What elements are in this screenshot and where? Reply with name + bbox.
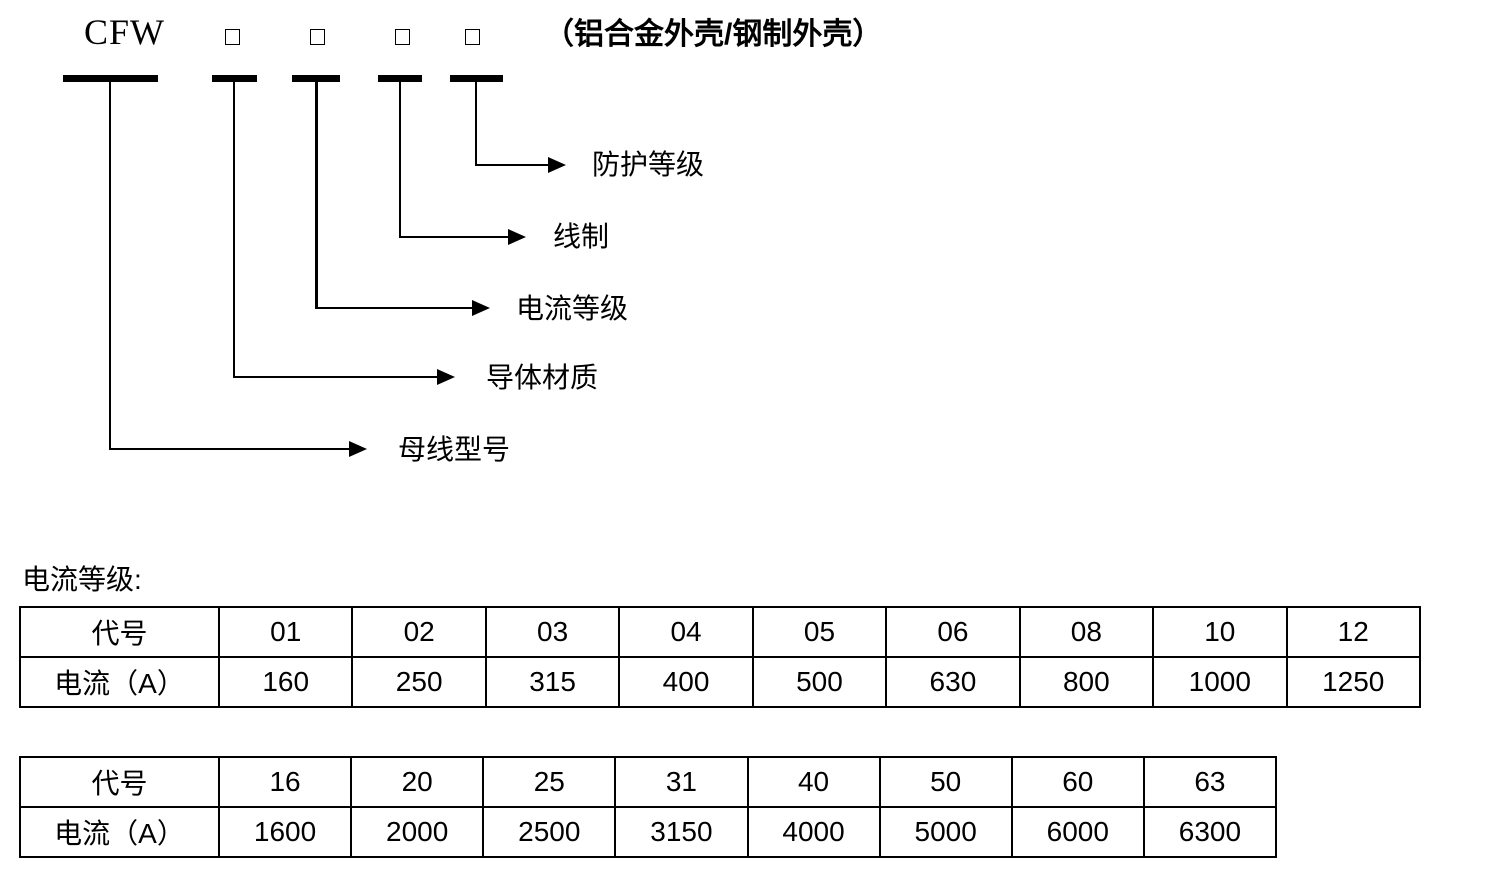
model-digit-box-4 [465,29,480,45]
table-cell-current: 500 [751,656,888,708]
model-digit-box-3 [395,29,410,45]
connector-line-protection-rating [475,82,477,166]
table-row-codes: 代号 16 20 25 31 40 50 60 63 [19,756,1278,808]
row-header-code: 代号 [19,606,220,658]
table-cell-code: 04 [618,606,754,658]
table-cell-code: 20 [350,756,485,808]
arrow-right-icon [472,300,490,316]
current-rating-table-1: 代号 01 02 03 04 05 06 08 10 12 电流（A） 160 … [19,606,1421,708]
connector-arm-current-rating [315,307,472,309]
model-prefix: CFW [84,12,166,52]
label-wire-system: 线制 [553,221,610,252]
arrow-right-icon [508,229,526,245]
row-header-code: 代号 [19,756,220,808]
connector-arm-protection-rating [475,164,548,166]
table-cell-code: 63 [1142,756,1278,808]
table-cell-code: 03 [484,606,621,658]
table-cell-code: 60 [1010,756,1145,808]
table-cell-code: 50 [878,756,1013,808]
connector-arm-busbar-model [109,448,349,450]
label-conductor-material: 导体材质 [486,362,599,393]
current-rating-table-2: 代号 16 20 25 31 40 50 60 63 电流（A） 1600 20… [19,756,1278,858]
table-cell-current: 400 [618,656,754,708]
underline-bar-prefix [63,75,158,82]
current-rating-heading: 电流等级: [22,564,142,595]
table-cell-code: 06 [885,606,1021,658]
table-cell-current: 1600 [217,806,353,858]
table-cell-current: 315 [484,656,621,708]
arrow-right-icon [349,441,367,457]
table-cell-code: 05 [751,606,888,658]
table-cell-code: 08 [1018,606,1155,658]
connector-line-conductor-material [233,82,235,378]
connector-arm-wire-system [399,236,508,238]
table-cell-current: 2000 [350,806,485,858]
table-cell-current: 6000 [1010,806,1145,858]
table-cell-code: 12 [1285,606,1421,658]
table-cell-code: 25 [482,756,617,808]
table-cell-code: 10 [1152,606,1288,658]
table-cell-code: 40 [746,756,881,808]
table-row-currents: 电流（A） 1600 2000 2500 3150 4000 5000 6000… [19,806,1278,858]
enclosure-note: （铝合金外壳/钢制外壳） [544,18,883,51]
model-digit-box-1 [225,29,240,45]
model-digit-box-2 [310,29,325,45]
label-current-rating: 电流等级 [516,293,629,324]
arrow-right-icon [437,369,455,385]
row-header-current: 电流（A） [19,806,220,858]
table-cell-current: 800 [1018,656,1155,708]
table-cell-current: 250 [351,656,487,708]
table-cell-code: 31 [614,756,749,808]
table-row-currents: 电流（A） 160 250 315 400 500 630 800 1000 1… [19,656,1421,708]
table-cell-code: 16 [217,756,353,808]
underline-bar-box-2 [292,75,340,82]
table-cell-code: 01 [217,606,354,658]
label-protection-rating: 防护等级 [592,149,705,180]
table-cell-current: 5000 [878,806,1013,858]
table-cell-current: 6300 [1142,806,1278,858]
table-cell-current: 4000 [746,806,881,858]
arrow-right-icon [548,157,566,173]
table-cell-current: 1000 [1152,656,1288,708]
table-cell-current: 160 [217,656,354,708]
connector-line-busbar-model [109,82,111,450]
row-header-current: 电流（A） [19,656,220,708]
table-cell-current: 2500 [482,806,617,858]
connector-arm-conductor-material [233,376,437,378]
label-busbar-model: 母线型号 [398,434,511,465]
table-cell-current: 3150 [614,806,749,858]
table-cell-code: 02 [351,606,487,658]
connector-line-current-rating [315,82,318,309]
underline-bar-box-1 [212,75,257,82]
table-cell-current: 630 [885,656,1021,708]
connector-line-wire-system [399,82,401,238]
underline-bar-box-3 [378,75,422,82]
table-cell-current: 1250 [1285,656,1421,708]
underline-bar-box-4 [450,75,503,82]
table-row-codes: 代号 01 02 03 04 05 06 08 10 12 [19,606,1421,658]
